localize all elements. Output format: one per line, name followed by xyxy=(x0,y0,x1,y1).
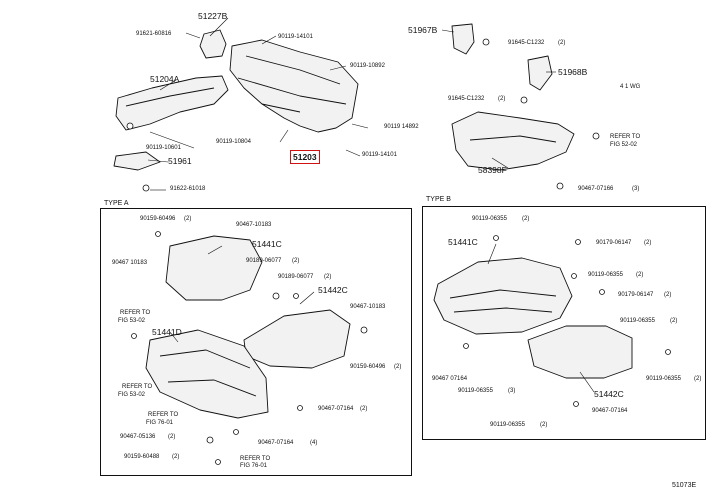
label: 91621-60816 xyxy=(136,31,172,37)
refer-to-link[interactable]: FIG 53-02 xyxy=(118,318,146,324)
label: 90189-06077 xyxy=(278,274,314,280)
label: 90119-06355 xyxy=(588,272,623,278)
refer-to-link[interactable]: FIG 53-02 xyxy=(118,392,146,398)
label: (2) xyxy=(558,40,566,46)
label: (2) xyxy=(292,258,300,264)
label: 90159-60496 xyxy=(350,364,386,370)
refer-to-link[interactable]: REFER TO xyxy=(148,412,179,418)
refer-to-link[interactable]: REFER TO xyxy=(610,134,641,140)
label: 51961 xyxy=(168,156,192,166)
label: (2) xyxy=(324,274,332,280)
label: 51442C xyxy=(318,285,348,295)
label: 90119-14101 xyxy=(278,34,313,40)
label: 51442C xyxy=(594,389,624,399)
refer-to-link[interactable]: FIG 76-01 xyxy=(146,420,174,426)
label: (2) xyxy=(694,376,702,382)
bracket-51227b xyxy=(199,29,227,59)
refer-to-link[interactable]: REFER TO xyxy=(240,456,271,462)
label: 91645-C1232 xyxy=(448,96,485,102)
label: 51441C xyxy=(252,239,282,249)
label: 90119-06355 xyxy=(472,216,507,222)
label: (2) xyxy=(394,364,402,370)
label: 51967B xyxy=(408,25,438,35)
label: 91645-C1232 xyxy=(508,40,545,46)
label: 90467 10183 xyxy=(112,260,148,266)
label: 51441C xyxy=(448,237,478,247)
plate-51961 xyxy=(113,151,161,171)
label: 90467-10183 xyxy=(236,222,272,228)
section-title: TYPE B xyxy=(426,196,451,203)
cover-58398f xyxy=(451,111,575,171)
label: 90467-10183 xyxy=(350,304,386,310)
label: (4) xyxy=(310,440,318,446)
label: 90119-10804 xyxy=(216,139,251,145)
label: 90467-07164 xyxy=(592,408,628,414)
label: 90119-10892 xyxy=(350,63,385,69)
refer-to-link[interactable]: FIG 52-02 xyxy=(610,142,638,148)
label: (2) xyxy=(644,240,652,246)
label: 90467-05136 xyxy=(120,434,156,440)
label: 51204A xyxy=(150,74,180,84)
support-51204a xyxy=(115,75,229,131)
label: (2) xyxy=(670,318,678,324)
label: 90179-06147 xyxy=(596,240,632,246)
label: 4 1 WG xyxy=(620,84,641,90)
cover-51441d xyxy=(145,329,269,419)
label: 90159-60488 xyxy=(124,454,160,460)
label: (2) xyxy=(540,422,548,428)
label: 90467-07166 xyxy=(578,186,614,192)
label: 90189-06077 xyxy=(246,258,282,264)
label: 90179-06147 xyxy=(618,292,654,298)
label: 90159-60496 xyxy=(140,216,176,222)
section-title: TYPE A xyxy=(104,200,129,207)
label: 90467-07164 xyxy=(318,406,354,412)
bracket-51967b xyxy=(451,23,475,55)
label: (3) xyxy=(632,186,640,192)
refer-to-link[interactable]: FIG 76-01 xyxy=(240,463,268,469)
cover-51441c-b xyxy=(433,257,573,335)
label: (2) xyxy=(360,406,368,412)
label: 90119-06355 xyxy=(490,422,525,428)
label: 90119-06355 xyxy=(646,376,681,382)
label: 51968B xyxy=(558,67,588,77)
cover-51442c-b xyxy=(527,325,633,379)
label: (2) xyxy=(636,272,644,278)
type-a-box xyxy=(100,208,412,476)
label: (2) xyxy=(172,454,180,460)
crossmember-51203 xyxy=(229,39,359,133)
bracket-51968b xyxy=(527,55,553,91)
label: 90119-06355 xyxy=(458,388,493,394)
label: (3) xyxy=(508,388,516,394)
type-b-box xyxy=(422,206,706,440)
label: 90119-14101 xyxy=(362,152,397,158)
label: 51441D xyxy=(152,327,182,337)
label: 90467-07164 xyxy=(258,440,294,446)
label: 90119 14892 xyxy=(384,124,419,130)
label: 91622-61018 xyxy=(170,186,206,192)
label: (2) xyxy=(498,96,506,102)
label: (2) xyxy=(168,434,176,440)
label: 58398F xyxy=(478,165,507,175)
label: 90119-06355 xyxy=(620,318,655,324)
refer-to-link[interactable]: REFER TO xyxy=(122,384,153,390)
crossmember-rib xyxy=(237,55,347,113)
cover-51442c-a xyxy=(243,309,351,369)
cover-51441c-a xyxy=(165,235,263,301)
page-code: 51073E xyxy=(672,482,697,489)
refer-to-link[interactable]: REFER TO xyxy=(120,310,151,316)
label: 51227B xyxy=(198,11,228,21)
label: 90119-10601 xyxy=(146,145,181,151)
label: (2) xyxy=(522,216,530,222)
label: 90467 07164 xyxy=(432,376,468,382)
highlighted-part-number[interactable]: 51203 xyxy=(290,150,320,164)
label: (2) xyxy=(184,216,192,222)
label: (2) xyxy=(664,292,672,298)
